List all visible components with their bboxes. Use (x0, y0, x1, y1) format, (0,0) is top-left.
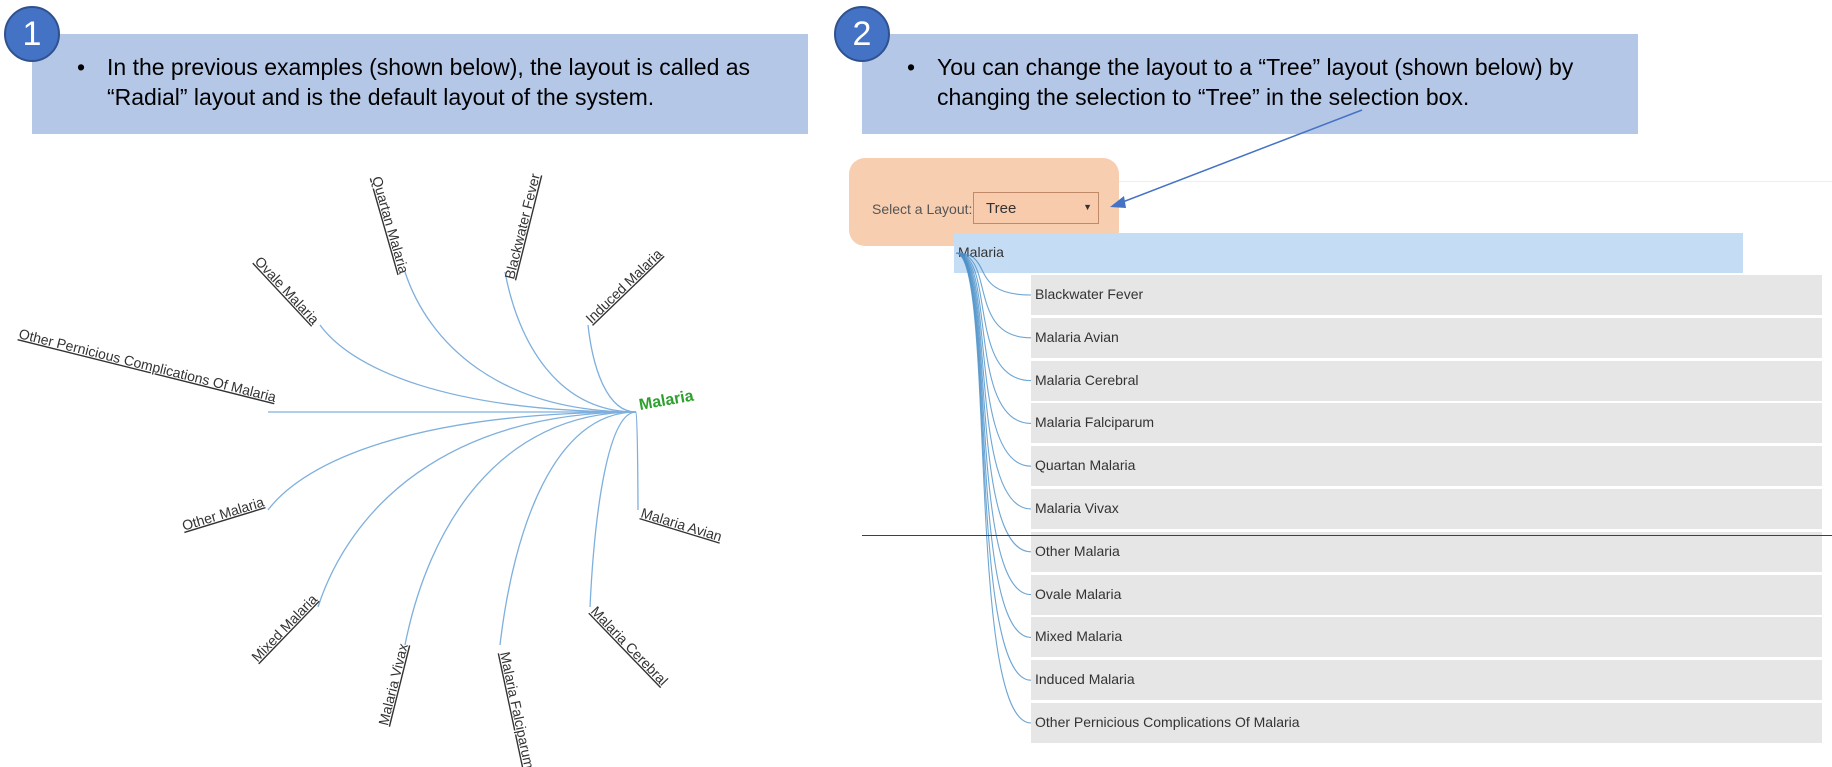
radial-node-label[interactable]: Quartan Malaria (369, 174, 412, 275)
tree-link (955, 252, 1032, 596)
tree-node-row[interactable]: Induced Malaria (1031, 660, 1822, 701)
step1-badge: 1 (4, 6, 60, 62)
tree-node-row[interactable]: Other Pernicious Complications Of Malari… (1031, 703, 1822, 743)
tree-link (955, 252, 1032, 681)
radial-link (504, 271, 637, 413)
radial-link (317, 411, 637, 608)
radial-link (635, 411, 639, 511)
divider-line (862, 535, 1832, 536)
radial-node-label[interactable]: Mixed Malaria (248, 591, 320, 665)
tree-link (955, 252, 1032, 424)
tree-node-row[interactable]: Ovale Malaria (1031, 574, 1822, 615)
tree-node-row[interactable]: Malaria Vivax (1031, 489, 1822, 529)
step1-bullet: • (77, 54, 86, 80)
tree-node-label: Other Pernicious Complications Of Malari… (1035, 714, 1300, 730)
tree-node-label: Ovale Malaria (1035, 585, 1122, 602)
tree-node-label: Other Malaria (1035, 542, 1120, 559)
radial-node-label[interactable]: Malaria Vivax (375, 642, 411, 727)
radial-node-label[interactable]: Induced Malaria (582, 246, 665, 327)
chevron-down-icon: ▼ (1083, 202, 1092, 212)
tree-node-label: Induced Malaria (1035, 671, 1135, 688)
tree-link (955, 252, 1032, 467)
tree-link (955, 252, 1032, 553)
step1-text: In the previous examples (shown below), … (107, 54, 751, 110)
radial-node-label[interactable]: Malaria Cerebral (588, 603, 671, 689)
radial-link (499, 411, 637, 646)
step2-text: You can change the layout to a “Tree” la… (937, 54, 1574, 110)
radial-node-label[interactable]: Malaria Avian (639, 505, 724, 545)
layout-select-value: Tree (986, 200, 1017, 217)
layout-select[interactable]: Tree ▼ (973, 192, 1099, 224)
tree-node-row[interactable]: Blackwater Fever (1031, 275, 1822, 315)
tree-node-label: Malaria Cerebral (1035, 371, 1139, 388)
tree-node-row[interactable]: Quartan Malaria (1031, 446, 1822, 487)
tree-node-label: Quartan Malaria (1035, 457, 1136, 474)
tree-link (955, 252, 1032, 638)
step2-banner: • You can change the layout to a “Tree” … (862, 34, 1638, 134)
layout-select-label: Select a Layout: (872, 201, 973, 217)
radial-node-label[interactable]: Other Malaria (180, 494, 266, 534)
tree-root-label: Malaria (958, 244, 1004, 260)
step2-bullet: • (907, 54, 916, 80)
radial-link (404, 271, 637, 413)
tree-links (955, 252, 1032, 724)
radial-node-label[interactable]: Other Pernicious Complications Of Malari… (17, 325, 278, 405)
radial-links (267, 271, 639, 646)
tree-node-label: Malaria Falciparum (1035, 414, 1155, 431)
radial-node-label[interactable]: Ovale Malaria (252, 253, 323, 327)
radial-link (589, 411, 637, 608)
tree-node-row[interactable]: Mixed Malaria (1031, 617, 1822, 658)
radial-root-label[interactable]: Malaria (638, 388, 695, 414)
tree-node-row[interactable]: Malaria Falciparum (1031, 403, 1822, 444)
tree-node-row[interactable]: Malaria Avian (1031, 317, 1822, 358)
tree-node-label: Malaria Avian (1035, 328, 1119, 345)
tree-top-rule (1119, 181, 1832, 182)
tree-node-row[interactable]: Malaria Cerebral (1031, 360, 1822, 401)
tree-node-label: Mixed Malaria (1035, 628, 1123, 645)
radial-node-label[interactable]: Malaria Falciparum (497, 650, 537, 767)
tree-node-label: Malaria Vivax (1035, 500, 1119, 516)
radial-node-label[interactable]: Blackwater Fever (501, 172, 543, 281)
radial-link (587, 324, 637, 413)
tree-link (955, 252, 1032, 510)
tree-node-label: Blackwater Fever (1035, 286, 1144, 302)
tree-link (955, 252, 1032, 724)
step2-badge: 2 (834, 6, 890, 62)
radial-link (404, 411, 637, 646)
radial-link (267, 411, 637, 511)
tree-node-row[interactable]: Other Malaria (1031, 531, 1822, 572)
step1-banner: • In the previous examples (shown below)… (32, 34, 808, 134)
radial-link (319, 324, 637, 413)
tree-root-node[interactable]: Malaria (954, 233, 1743, 273)
